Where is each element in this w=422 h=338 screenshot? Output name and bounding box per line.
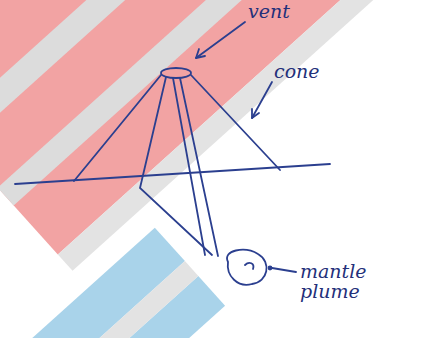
leader-line (252, 82, 272, 118)
cone-side (191, 75, 280, 170)
mantle-plume-blob (227, 250, 267, 285)
conduit (173, 78, 205, 255)
arrowhead (196, 49, 205, 58)
ground-line (15, 164, 330, 184)
part-label: cone (274, 62, 354, 82)
part-label: mantle plume (300, 262, 390, 302)
leader-line (272, 268, 296, 272)
watermark-stripe (0, 261, 198, 338)
part-label: vent (248, 2, 328, 22)
watermark-stripe (58, 0, 422, 271)
leader-line (196, 22, 245, 58)
cone-side (74, 75, 161, 181)
arrowhead (252, 109, 259, 118)
conduit (140, 77, 212, 255)
plume-swirl (245, 263, 253, 269)
conduit (180, 78, 218, 256)
leader-dot (269, 267, 272, 270)
